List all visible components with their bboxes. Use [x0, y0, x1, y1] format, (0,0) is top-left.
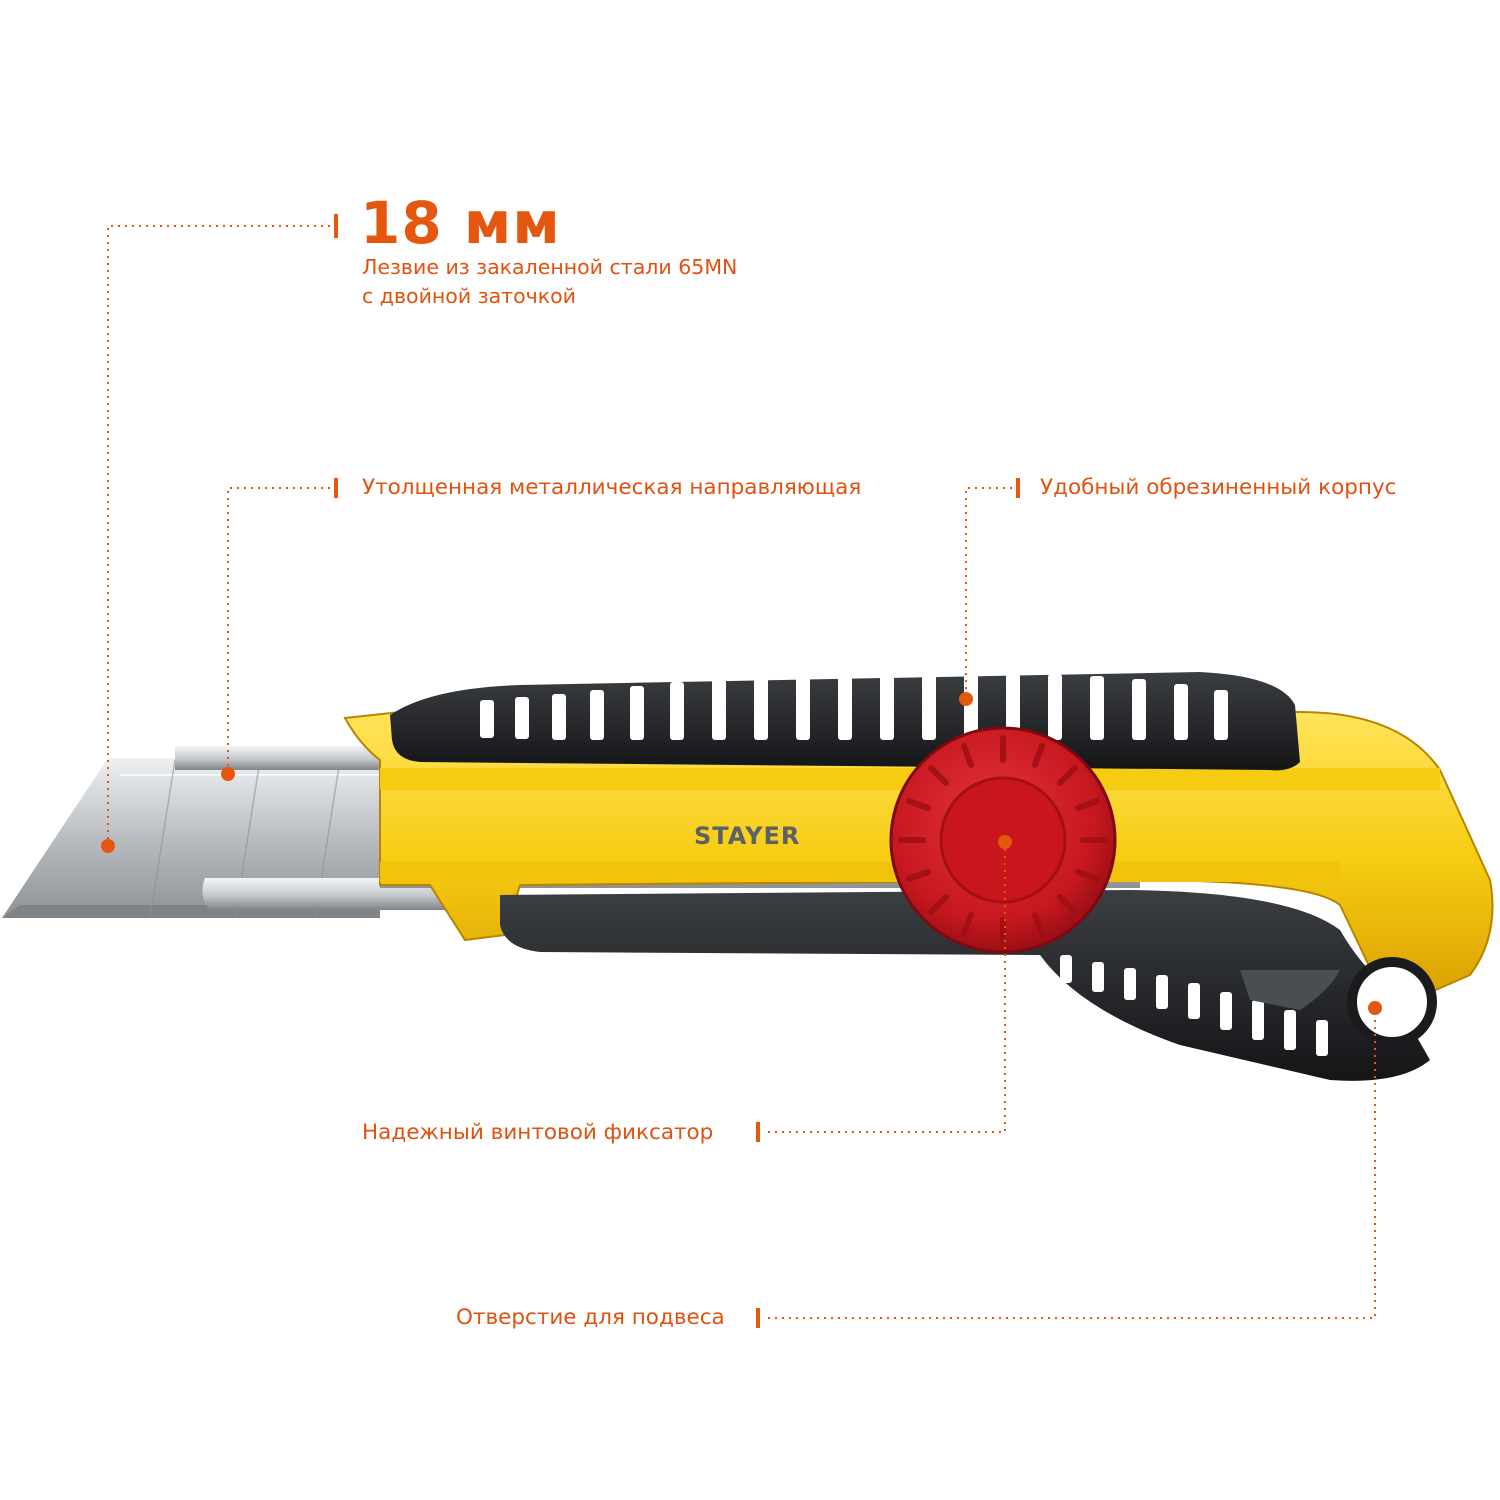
brand-logo: STAYER	[694, 822, 800, 850]
callout-leaders	[107, 225, 1376, 1319]
dot-lock	[998, 835, 1012, 849]
hanging-hole	[1347, 957, 1437, 1047]
rubber-grip-bottom	[500, 890, 1437, 1081]
callout-ticks	[334, 214, 1020, 1328]
hole-callout-label: Отверстие для подвеса	[456, 1305, 725, 1330]
lock-callout-label: Надежный винтовой фиксатор	[362, 1120, 714, 1145]
leader-body	[965, 487, 1012, 697]
dot-body	[959, 692, 973, 706]
rubber-grip-top	[390, 672, 1300, 771]
dot-hole	[1368, 1001, 1382, 1015]
callout-dots	[101, 692, 1382, 1015]
body-callout-label: Удобный обрезиненный корпус	[1040, 475, 1397, 500]
blade-description-line-2: с двойной заточкой	[362, 284, 576, 308]
guide-callout-label: Утолщенная металлическая направляющая	[362, 475, 862, 500]
blade-description-line-1: Лезвие из закаленной стали 65MN	[362, 255, 738, 279]
dot-blade	[101, 839, 115, 853]
leader-lock	[768, 842, 1006, 1133]
blade-size-heading: 18 мм	[360, 189, 561, 257]
leader-guide	[227, 487, 330, 774]
leader-hole	[768, 1008, 1376, 1319]
dot-guide	[221, 767, 235, 781]
